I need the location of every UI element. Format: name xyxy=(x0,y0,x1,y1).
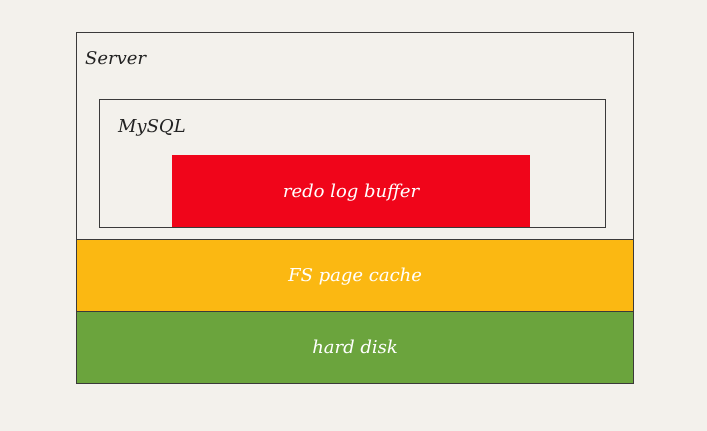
hard-disk-label: hard disk xyxy=(312,337,398,358)
fs-page-cache-label: FS page cache xyxy=(288,265,422,286)
fs-page-cache-box: FS page cache xyxy=(76,239,634,311)
mysql-label: MySQL xyxy=(118,116,186,137)
redo-log-buffer-label: redo log buffer xyxy=(282,180,420,202)
hard-disk-box: hard disk xyxy=(76,311,634,384)
server-label: Server xyxy=(85,48,147,69)
redo-log-buffer-box: redo log buffer xyxy=(172,155,530,227)
